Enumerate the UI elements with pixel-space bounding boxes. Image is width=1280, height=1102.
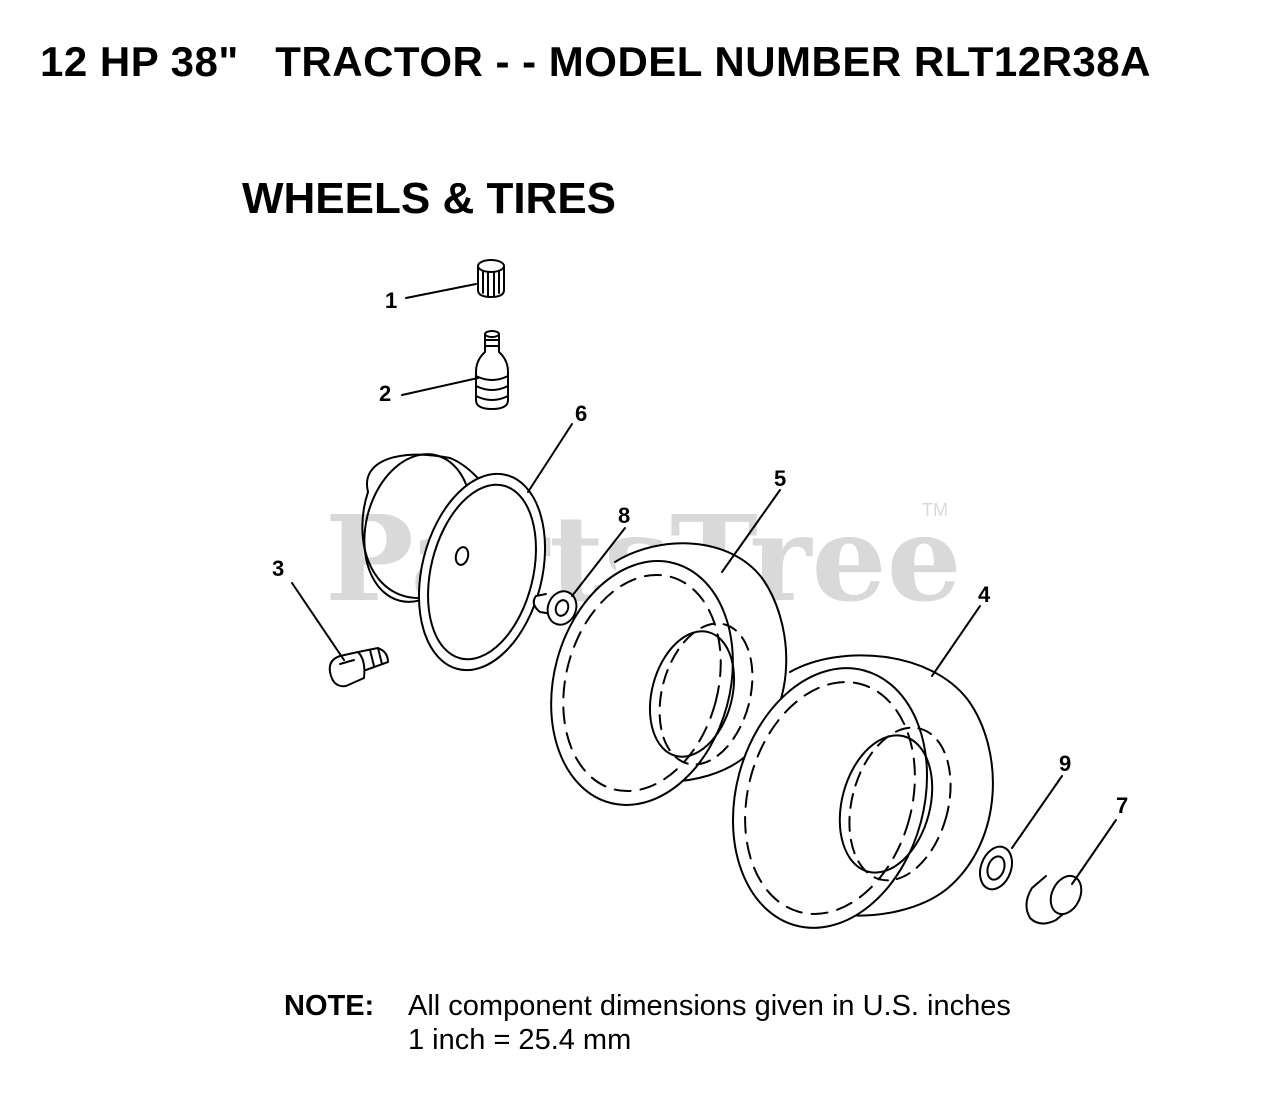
callout-9: 9 [1059,751,1071,776]
tire-part-4 [731,654,994,929]
grease-fitting-part-3 [328,647,389,688]
bushing-part-7 [1025,874,1083,925]
callout-numbers: 1 2 3 4 5 6 7 8 9 [272,288,1128,818]
note-label: NOTE: [284,990,375,1022]
callout-5: 5 [774,466,786,491]
note-text-conversion: 1 inch = 25.4 mm [408,1024,632,1056]
valve-cap-part-1 [477,259,505,298]
tire-part-5 [550,542,788,806]
callout-6: 6 [575,401,587,426]
page-title: 12 HP 38" TRACTOR - - MODEL NUMBER RLT12… [40,38,1151,85]
valve-stem-part-2 [475,330,509,410]
section-title: WHEELS & TIRES [242,174,617,223]
bushing-part-8 [532,590,578,626]
callout-3: 3 [272,556,284,581]
callout-1: 1 [385,288,397,313]
washer-part-9 [979,845,1013,891]
callout-2: 2 [379,381,391,406]
watermark-tm: TM [922,500,948,520]
callout-4: 4 [978,582,991,607]
callout-8: 8 [618,503,630,528]
leader-lines [291,283,1117,885]
note-text-units: All component dimensions given in U.S. i… [408,990,1011,1022]
wheel-rim-part-6 [361,453,547,672]
callout-7: 7 [1116,793,1128,818]
